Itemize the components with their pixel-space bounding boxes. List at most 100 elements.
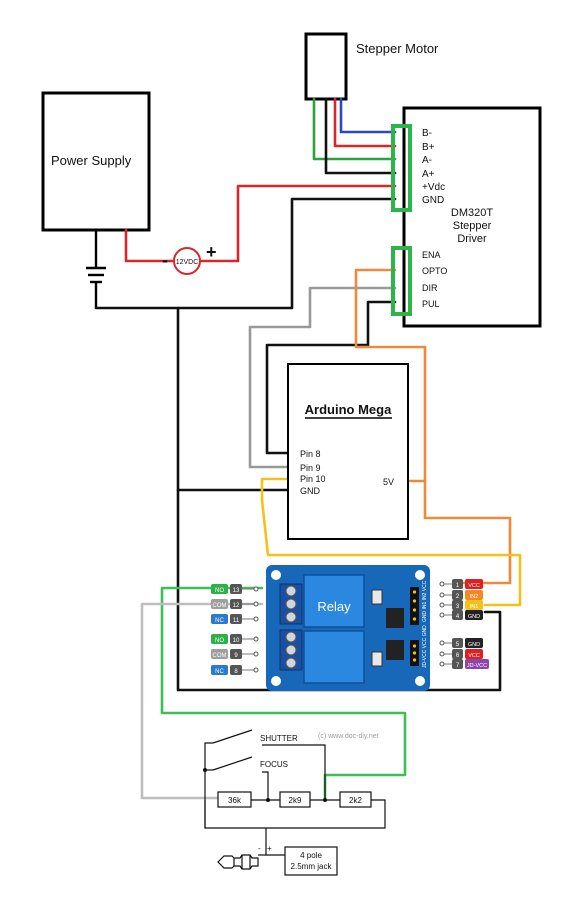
wire-power-vdc [200, 184, 397, 263]
driver-pin-a-plus: A+ [422, 169, 435, 180]
pin-name: GND [468, 642, 480, 648]
driver-pin-b-plus: B+ [422, 142, 435, 153]
pin-name: JD-VCC [467, 663, 487, 669]
pin-name: IN2 [470, 594, 479, 600]
wire-motor-a-plus [324, 97, 397, 175]
stepper-driver: DM320T Stepper Driver [402, 106, 542, 328]
relay-1 [303, 574, 365, 628]
pin-number: 2 [456, 594, 460, 600]
relay-board: Relay GND IN1 IN2 VCC JD-VCC VCC GND [266, 565, 430, 691]
minus-sign: - [162, 250, 168, 270]
driver-name-3: Driver [457, 233, 487, 245]
terminal-number: 12 [233, 603, 240, 609]
relay-terminal-nc-8: NC 8 [211, 665, 259, 675]
resistor-2k2 [339, 791, 372, 808]
resistor-36k [217, 791, 252, 808]
relay-terminal-com-9: COM 9 [211, 649, 259, 659]
driver-pin-gnd: GND [422, 195, 444, 206]
jack-plug-icon [217, 854, 259, 870]
terminal-name: NC [215, 669, 224, 675]
power-supply-label: Power Supply [51, 153, 132, 168]
driver-name-2: Stepper [453, 220, 492, 232]
stepper-motor-body [304, 32, 348, 101]
screw-icon [285, 644, 297, 656]
wire-driver-gnd [176, 197, 397, 310]
focus-switch [212, 756, 253, 771]
terminal-number: 9 [234, 653, 238, 659]
terminal-number: 8 [234, 669, 238, 675]
relay-pin-in2-2: 2 IN2 [439, 590, 483, 600]
terminal-number: 11 [233, 618, 240, 624]
relay-label: Relay [317, 599, 351, 614]
mounting-hole [271, 570, 281, 580]
stepper-motor: Stepper Motor [304, 32, 439, 101]
driver-body [402, 106, 542, 328]
shutter-label: SHUTTER [260, 734, 298, 743]
voltage-badge: - 12VDC + [162, 242, 217, 275]
driver-name-1: DM320T [451, 207, 493, 219]
optocoupler-chip [386, 640, 404, 660]
wire-pin10-in1 [260, 477, 522, 607]
terminal-name: NC [215, 618, 224, 624]
terminal-number: 13 [233, 588, 240, 594]
pin-name: IN1 [470, 604, 479, 610]
driver-pin-a-minus: A- [422, 155, 432, 166]
jack-minus: - [258, 844, 261, 853]
mounting-hole [415, 676, 425, 686]
plus-sign: + [206, 242, 217, 262]
pin-number: 5 [456, 642, 460, 648]
terminal-name: NO [215, 588, 224, 594]
screw-icon [285, 611, 297, 623]
screw-icon [285, 598, 297, 610]
screw-icon [285, 585, 297, 597]
resistor-2k9-label: 2k9 [289, 796, 302, 805]
pin-number: 1 [456, 583, 460, 589]
resistor-2k9 [279, 791, 311, 808]
jdvcc-header-label: JD-VCC VCC GND [422, 625, 428, 668]
arduino-mega: Arduino Mega Pin 8 Pin 9 Pin 10 GND 5V [287, 363, 409, 540]
terminal-name: COM [213, 603, 227, 609]
driver-control-connector [391, 246, 412, 316]
wire-pul-pin8 [265, 300, 397, 455]
arduino-pin-9: Pin 9 [300, 463, 321, 473]
driver-pin-ena: ENA [422, 250, 441, 260]
resistor-36k-label: 36k [228, 796, 242, 805]
wire-motor-a-minus [312, 97, 397, 161]
stepper-motor-label: Stepper Motor [356, 41, 439, 56]
wire-dir-pin9 [248, 286, 397, 469]
jack-plus: + [267, 844, 272, 853]
arduino-pin-gnd: GND [300, 486, 321, 496]
arduino-pin-5v: 5V [383, 477, 394, 487]
relay-pin-jd-vcc-7: 7 JD-VCC [439, 659, 489, 669]
terminal-name: COM [213, 653, 227, 659]
pin-number: 6 [456, 653, 460, 659]
terminal-name: NO [215, 638, 224, 644]
driver-pin-dir: DIR [422, 283, 438, 293]
pin-number: 7 [456, 663, 460, 669]
pin-name: VCC [468, 653, 480, 659]
pin-name: GND [468, 614, 480, 620]
relay-pin-gnd-4: 4 GND [439, 610, 483, 620]
relay-pin-vcc-6: 6 VCC [439, 649, 483, 659]
led-component [371, 651, 383, 667]
driver-pin-pul: PUL [422, 299, 440, 309]
credit-text: (c) www.doc-diy.net [318, 733, 379, 740]
driver-pin-opto: OPTO [422, 266, 447, 276]
power-supply-body [41, 91, 151, 232]
jack-label-1: 4 pole [300, 851, 322, 860]
relay-terminal-nc-11: NC 11 [211, 614, 259, 624]
wire-motor-b-minus [339, 97, 397, 134]
voltage-text: 12VDC [176, 259, 199, 266]
pin-number: 4 [456, 614, 460, 620]
driver-pin-vdc: +Vdc [422, 182, 445, 193]
arduino-label: Arduino Mega [305, 402, 392, 417]
screw-icon [285, 657, 297, 669]
driver-top-pins: B- B+ A- A+ +Vdc GND [422, 128, 445, 206]
relay-terminal-no-13: NO 13 [211, 584, 259, 594]
driver-power-connector [391, 124, 412, 212]
